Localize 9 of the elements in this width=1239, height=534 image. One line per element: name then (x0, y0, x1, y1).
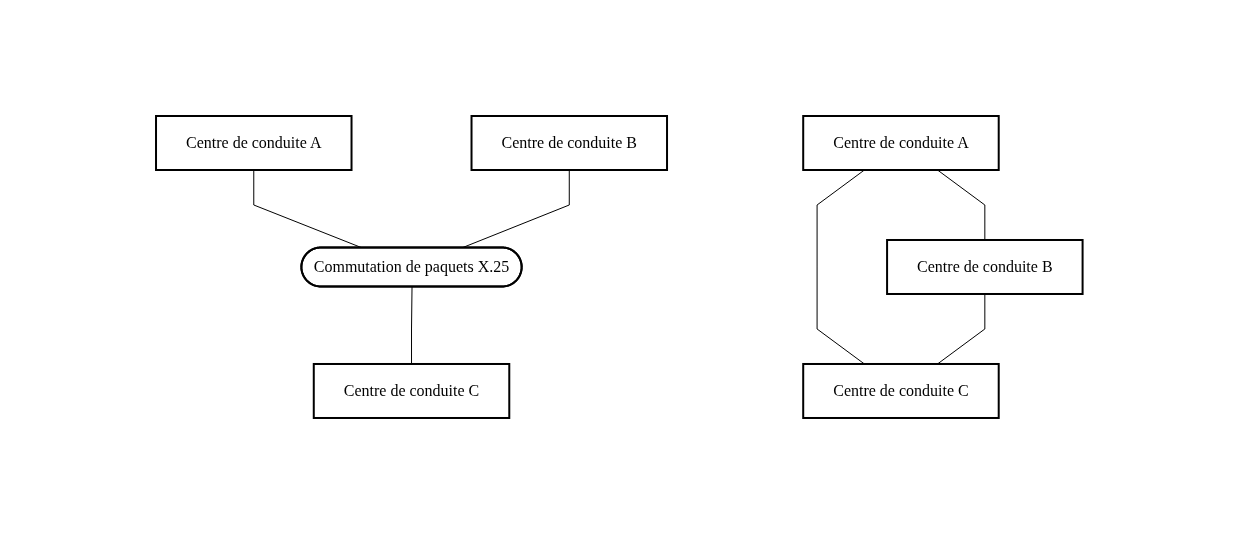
node-box: Centre de conduite A (155, 115, 353, 171)
node-box: Centre de conduite C (312, 363, 511, 419)
node-box: Centre de conduite B (886, 239, 1084, 295)
node-box: Centre de conduite B (470, 115, 669, 171)
node-box: Centre de conduite A (802, 115, 1000, 171)
connector (937, 169, 986, 241)
connector (937, 293, 986, 365)
node-box: Centre de conduite C (802, 363, 1000, 419)
connector (411, 286, 413, 365)
